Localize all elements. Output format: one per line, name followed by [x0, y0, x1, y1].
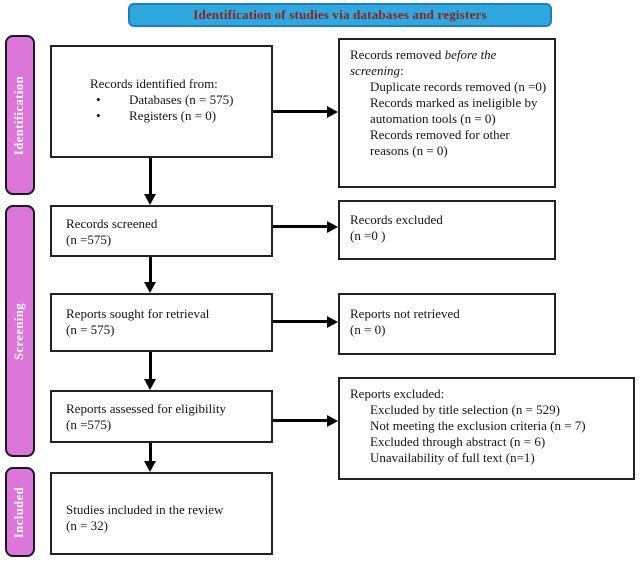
arrow-identified-to-removed [273, 110, 328, 113]
arrow-sought-to-assessed [149, 352, 152, 380]
arrow-screened-to-excluded [273, 225, 328, 228]
bullet-icon: • [96, 92, 101, 107]
bullet-item: • Registers (n = 0) [90, 108, 265, 124]
box-count: (n =575) [66, 417, 112, 432]
arrowhead-right-icon [327, 415, 338, 427]
box-line: Reports not retrieved [350, 306, 460, 321]
arrow-assessed-to-included [149, 443, 152, 462]
arrow-identified-to-screened [149, 158, 152, 195]
heading-italic: before the screening [350, 47, 497, 78]
box-reports-excluded: Reports excluded: Excluded by title sele… [338, 377, 635, 480]
arrowhead-right-icon [327, 106, 338, 118]
reason-item: Duplicate records removed (n =0) [370, 79, 547, 94]
arrowhead-down-icon [144, 379, 156, 390]
box-records-screened: Records screened (n =575) [50, 205, 273, 257]
box-count: (n =575) [66, 232, 112, 247]
stage-label-text: Identification [12, 75, 27, 155]
heading-suffix: : [400, 63, 404, 78]
box-heading: Records removed before the screening: [350, 47, 548, 79]
box-count: (n =0 ) [350, 228, 386, 243]
box-heading: Records identified from: [90, 76, 218, 91]
box-records-removed: Records removed before the screening: Du… [338, 38, 556, 188]
box-records-excluded: Records excluded (n =0 ) [338, 200, 556, 260]
reason-item: Not meeting the exclusion criteria (n = … [370, 418, 586, 433]
arrow-screened-to-sought [149, 257, 152, 283]
box-count: (n = 0) [350, 322, 386, 337]
box-heading: Reports excluded: [350, 386, 445, 401]
bullet-item: • Databases (n = 575) [90, 92, 265, 108]
box-line: Reports sought for retrieval [66, 306, 210, 321]
stage-label-identification: Identification [5, 35, 35, 195]
bullet-text: Registers (n = 0) [129, 108, 217, 123]
arrow-assessed-to-reportsexcluded [273, 419, 328, 422]
reason-item: Excluded through abstract (n = 6) [370, 434, 546, 449]
arrowhead-down-icon [144, 282, 156, 293]
box-line: Records screened [66, 216, 158, 231]
arrow-sought-to-notretrieved [273, 320, 328, 323]
stage-label-text: Included [12, 486, 27, 538]
box-reports-assessed: Reports assessed for eligibility (n =575… [50, 390, 273, 443]
box-line: Records excluded [350, 212, 443, 227]
arrowhead-right-icon [327, 316, 338, 328]
diagram-title: Identification of studies via databases … [193, 7, 487, 22]
title-banner: Identification of studies via databases … [128, 3, 552, 27]
reason-item: Unavailability of full text (n=1) [370, 450, 535, 465]
stage-label-screening: Screening [5, 205, 35, 457]
arrowhead-right-icon [327, 221, 338, 233]
arrowhead-down-icon [144, 194, 156, 205]
heading-lead: Records removed [350, 47, 445, 62]
bullet-icon: • [96, 108, 101, 123]
reason-item: Records marked as ineligible by automati… [370, 95, 538, 126]
box-reports-not-retrieved: Reports not retrieved (n = 0) [338, 293, 556, 355]
reason-item: Records removed for other reasons (n = 0… [370, 127, 510, 158]
stage-label-text: Screening [12, 302, 27, 360]
reason-item: Excluded by title selection (n = 529) [370, 402, 561, 417]
box-count: (n = 575) [66, 322, 115, 337]
box-count: (n = 32) [66, 518, 108, 533]
box-line: Reports assessed for eligibility [66, 401, 226, 416]
bullet-text: Databases (n = 575) [129, 92, 234, 107]
arrowhead-down-icon [144, 461, 156, 472]
box-studies-included: Studies included in the review (n = 32) [50, 472, 273, 555]
stage-label-included: Included [5, 467, 35, 557]
box-reports-sought: Reports sought for retrieval (n = 575) [50, 293, 273, 352]
box-records-identified: Records identified from: • Databases (n … [50, 45, 273, 158]
box-line: Studies included in the review [66, 502, 224, 517]
